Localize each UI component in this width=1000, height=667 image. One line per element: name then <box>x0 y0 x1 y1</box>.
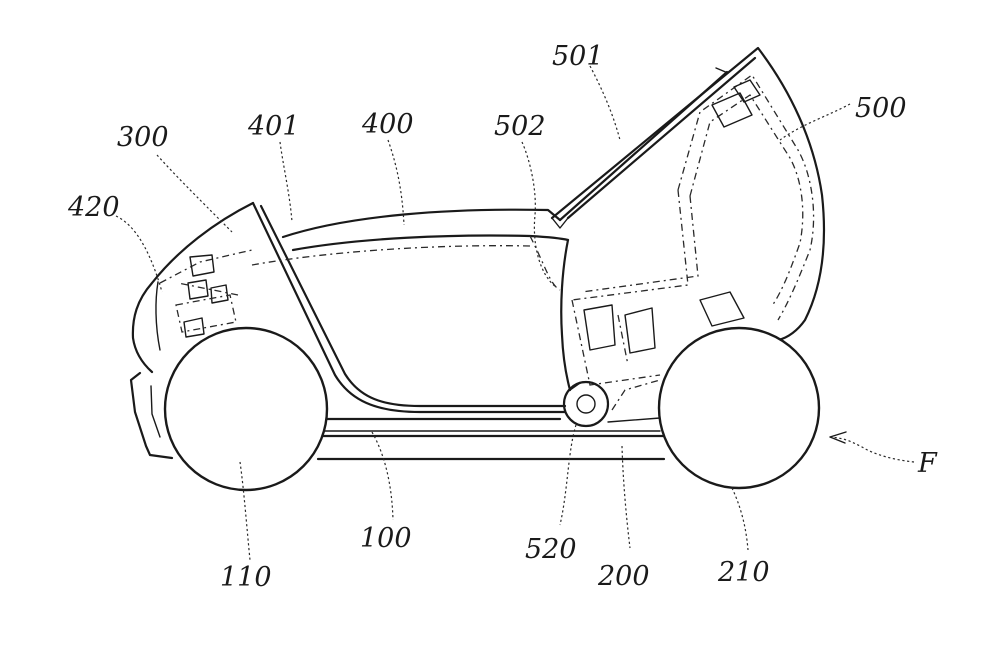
label-500: 500 <box>855 93 907 124</box>
rear-bumper <box>129 371 174 460</box>
label-300: 300 <box>117 122 169 153</box>
door-inner-frame <box>571 74 815 386</box>
canopy-400 <box>251 201 570 414</box>
front-door-500 <box>529 46 826 392</box>
label-F: F <box>917 448 938 479</box>
internal-component-420 <box>175 254 237 338</box>
label-420: 420 <box>67 192 120 223</box>
label-501: 501 <box>552 41 604 72</box>
label-200: 200 <box>597 561 650 592</box>
chassis-frame <box>316 379 666 461</box>
reference-numerals: 300 401 400 502 501 500 420 100 110 520 … <box>67 41 938 593</box>
front-wheel-210 <box>657 326 821 490</box>
label-502: 502 <box>494 111 546 142</box>
label-401: 401 <box>247 111 300 142</box>
label-400: 400 <box>361 109 414 140</box>
rear-body-300 <box>131 201 255 374</box>
leader-lines <box>115 65 915 561</box>
label-110: 110 <box>220 562 272 593</box>
rear-wheel-110 <box>163 326 329 492</box>
hinge-520 <box>562 380 610 428</box>
label-100: 100 <box>360 523 412 554</box>
label-210: 210 <box>717 557 770 588</box>
label-520: 520 <box>525 534 577 565</box>
